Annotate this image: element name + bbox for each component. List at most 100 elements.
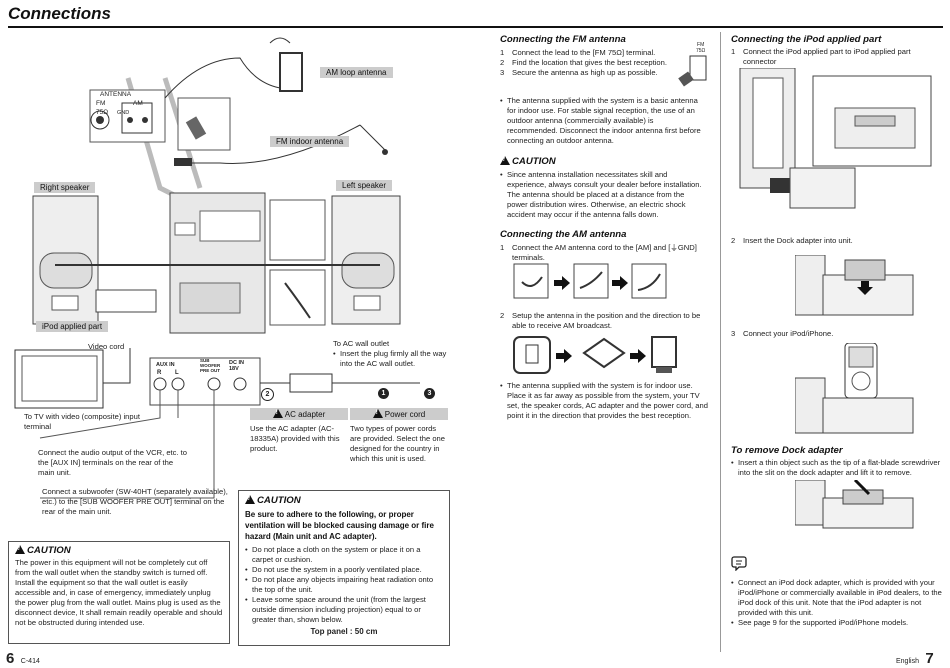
header-rule <box>8 26 943 28</box>
tv-note: To TV with video (composite) input termi… <box>24 412 140 431</box>
list-item: See page 9 for the supported iPod/iPhone… <box>731 618 943 628</box>
dock-adapter-illustration <box>795 255 914 316</box>
am-connect-illustration <box>513 263 667 299</box>
antenna-terminal-label: ANTENNA <box>100 91 132 98</box>
am-step-2: 2 Setup the antenna in the position and t… <box>500 311 705 331</box>
ac-adapter-text: Use the AC adapter (AC-18335A) provided … <box>250 424 340 453</box>
am-step-1: 1 Connect the AM antenna cord to the [AM]… <box>500 243 705 263</box>
step-1-marker: 1 <box>378 388 389 399</box>
step-number: 2 <box>731 236 736 245</box>
power-cord-heading: Power cord <box>350 408 448 420</box>
step-text: Secure the antenna as high up as possibl… <box>512 68 658 77</box>
model-code: C-414 <box>20 658 40 665</box>
notes-list: Connect an iPod dock adapter, which is p… <box>731 578 943 628</box>
caution-mid-box: CAUTION Be sure to adhere to the followi… <box>238 490 450 646</box>
right-speaker-label: Right speaker <box>34 182 96 193</box>
step-text: Setup the antenna in the position and th… <box>512 311 701 330</box>
caution-mid-title: CAUTION <box>257 495 301 506</box>
left-speaker-label: Left speaker <box>336 180 393 191</box>
step-2-marker: 2 <box>261 388 274 401</box>
caution-mid-bold: Be sure to adhere to the following, or p… <box>245 510 434 541</box>
gnd-label: GND <box>117 110 130 116</box>
page-title: Connections <box>8 4 111 23</box>
am-loop-antenna-label: AM loop antenna <box>320 67 393 78</box>
am-setup-illustration <box>513 336 677 374</box>
power-cord-title: Power cord <box>384 410 426 419</box>
caution-left-text: The power in this equipment will not be … <box>15 558 223 627</box>
step-number: 3 <box>500 68 505 77</box>
warning-icon <box>15 545 25 554</box>
caution-left-title: CAUTION <box>27 545 71 556</box>
caution-left-heading: CAUTION <box>15 545 223 556</box>
aux-l-label: L <box>175 370 179 376</box>
step-text: Connect the AM antenna cord to the [AM] … <box>512 243 697 262</box>
step-3-marker: 3 <box>424 388 435 399</box>
warning-icon <box>245 495 255 504</box>
fm-plug-illustration <box>678 55 707 87</box>
am-terminal-label: AM <box>133 100 143 107</box>
step-number: 2 <box>500 58 505 67</box>
step-number: 1 <box>500 48 505 57</box>
list-item: Connect an iPod dock adapter, which is p… <box>731 578 943 618</box>
top-panel-text: Top panel : 50 cm <box>310 627 378 636</box>
ac-adapter-heading: AC adapter <box>250 408 348 420</box>
subwoofer-label: SUB WOOFER PRE OUT <box>200 358 221 373</box>
am-notes: The antenna supplied with the system is … <box>500 381 708 421</box>
remove-dock-heading: To remove Dock adapter <box>731 445 843 456</box>
ipod-section-heading: Connecting the iPod applied part <box>731 34 882 45</box>
remove-dock-list: Insert a thin object such as the tip of … <box>731 458 943 478</box>
step-text: Connect the lead to the [FM 75Ω] termina… <box>512 48 656 57</box>
list-item: Leave some space around the unit (from t… <box>245 595 443 625</box>
step-number: 1 <box>500 243 505 252</box>
list-item: Do not place a cloth on the system or pl… <box>245 545 443 565</box>
list-item: 2 Setup the antenna in the position and t… <box>500 311 705 331</box>
ipod-connect-illustration <box>795 343 914 434</box>
fm-caution-list: Since antenna installation necessitates … <box>500 170 705 220</box>
list-item: 3 Secure the antenna as high up as possib… <box>500 68 670 78</box>
fm-steps: 1 Connect the lead to the [FM 75Ω] termin… <box>500 48 670 78</box>
list-item: 1 Connect the AM antenna cord to the [AM]… <box>500 243 705 263</box>
step-number: 1 <box>731 47 736 56</box>
video-cord-label: Video cord <box>88 342 125 351</box>
ac-wall-outlet-title: To AC wall outlet <box>333 339 390 348</box>
list-item: Since antenna installation necessitates … <box>500 170 705 220</box>
list-item: The antenna supplied with the system is … <box>500 381 708 421</box>
aux-in-label: AUX IN <box>156 362 175 368</box>
fm-icon-bottom: 75Ω <box>696 48 706 54</box>
fm-icon-top: FM <box>697 42 705 48</box>
footer-left: 6 C-414 <box>6 650 40 668</box>
note-icon <box>731 556 747 571</box>
fm-caution-title: CAUTION <box>512 156 556 167</box>
fm-ohm-label: 75Ω <box>96 109 109 116</box>
subwoofer-note: Connect a subwoofer (SW-40HT (separately… <box>42 487 228 516</box>
caution-left-box: CAUTION The power in this equipment will… <box>8 541 230 644</box>
connection-diagram <box>14 37 420 499</box>
list-item: Do not use the system in a poorly ventil… <box>245 565 443 575</box>
fm-notes: The antenna supplied with the system is … <box>500 96 705 146</box>
step-number: 2 <box>500 311 505 320</box>
list-item: Insert a thin object such as the tip of … <box>731 458 943 478</box>
ipod-applied-part-label: iPod applied part <box>36 321 109 332</box>
ac-wall-outlet-bullet: Insert the plug firmly all the way into … <box>333 349 451 369</box>
remove-dock-illustration <box>795 480 914 529</box>
aux-note: Connect the audio output of the VCR, etc… <box>38 448 188 477</box>
fm-caution-heading: CAUTION <box>500 156 556 167</box>
column-divider <box>720 32 721 652</box>
step-number: 3 <box>731 329 736 338</box>
aux-r-label: R <box>157 370 162 376</box>
right-page-number: 7 <box>925 650 934 667</box>
list-item: Do not place any objects impairing heat … <box>245 575 443 595</box>
caution-mid-heading: CAUTION <box>245 495 443 506</box>
ac-wall-outlet-bullet-text: Insert the plug firmly all the way into … <box>333 349 451 369</box>
caution-mid-list: Do not place a cloth on the system or pl… <box>245 545 443 625</box>
warning-icon <box>500 156 510 165</box>
warning-icon <box>372 409 383 418</box>
ac-adapter-title: AC adapter <box>284 410 326 419</box>
